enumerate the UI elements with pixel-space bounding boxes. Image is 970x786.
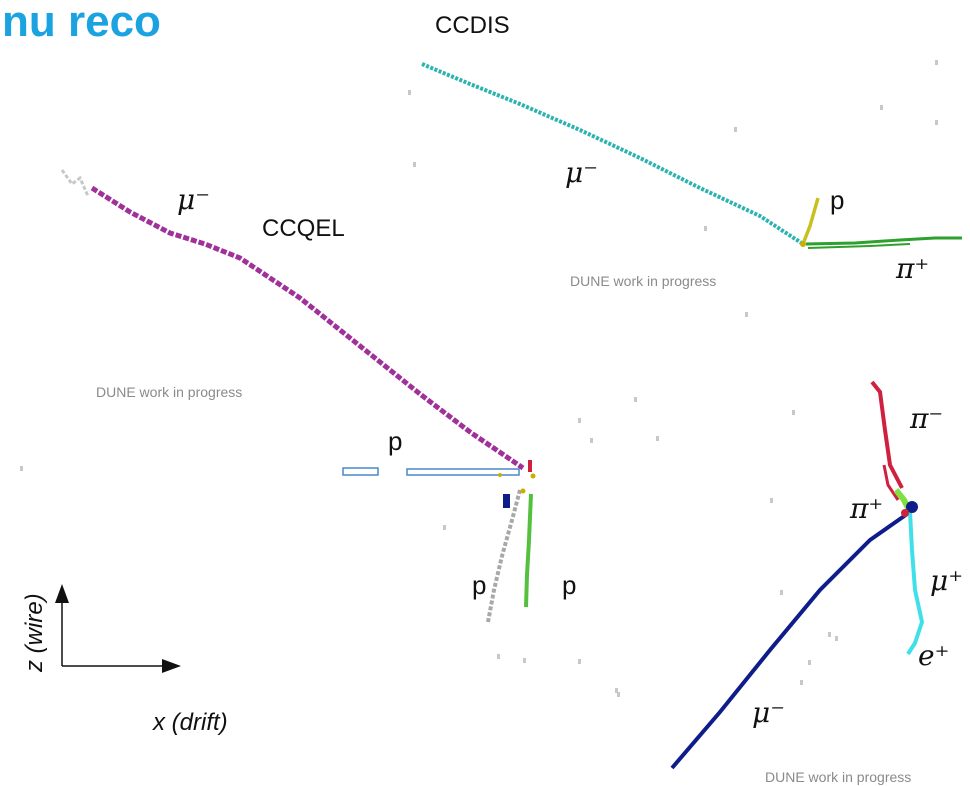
noise-hit (617, 692, 620, 697)
noise-hit (578, 418, 581, 423)
ccdis-watermark: DUNE work in progress (570, 273, 716, 289)
noise-hits (20, 60, 938, 697)
noise-hit (497, 654, 500, 659)
ccqel-vertex-dot (530, 473, 536, 479)
ccdis-pion-label: π⁺ (895, 252, 929, 285)
positron-label: e⁺ (918, 639, 949, 672)
ccdis-proton-track (801, 197, 820, 245)
ccdis-vertex (800, 241, 806, 247)
noise-hit (704, 226, 707, 231)
noise-hit (792, 410, 795, 415)
ccdis-label: CCDIS (435, 12, 510, 39)
ccqel-event: CCQEL μ⁻ p p p DUNE work in progress (60, 169, 576, 623)
noise-hit (935, 60, 938, 65)
axes-indicator: z (wire) x (drift) (21, 584, 228, 736)
ccqel-muon-label: μ⁻ (177, 183, 210, 216)
muon-plus-track (906, 511, 925, 656)
noise-hit (443, 525, 446, 530)
ccqel-proton-flat-fragment (342, 467, 379, 476)
noise-hit (615, 688, 618, 693)
ccdis-pion-track (805, 236, 962, 246)
muon-minus-track (670, 510, 912, 770)
ccqel-proton-label-a: p (388, 426, 402, 456)
noise-hit (800, 680, 803, 685)
noise-hit (656, 436, 659, 441)
ccqel-red-hits (528, 460, 532, 472)
ccdis-muon-track (421, 62, 805, 246)
ccqel-muon-track (90, 185, 525, 471)
noise-hit (634, 397, 637, 402)
ccqel-vertex-dot-2 (520, 488, 526, 494)
noise-hit (935, 120, 938, 125)
pion-minus-label: π⁻ (909, 402, 943, 435)
slide-title: nu reco (2, 0, 161, 46)
noise-hit (413, 162, 416, 167)
noise-hit (408, 90, 411, 95)
ccqel-proton-flat-track (406, 468, 520, 476)
noise-hit (828, 632, 831, 637)
x-axis-label: x (drift) (152, 709, 228, 736)
pion-minus-track (870, 380, 904, 489)
arrow-up-icon (55, 584, 69, 603)
ccqel-faint-track (60, 169, 90, 197)
arrow-right-icon (162, 659, 181, 673)
ccqel-proton-label-b: p (472, 570, 486, 600)
ccqel-proton-green-track (524, 493, 533, 608)
muon-plus-label: μ⁺ (930, 564, 963, 597)
ccdis-pion-branch (807, 243, 911, 249)
noise-hit (734, 127, 737, 132)
ccqel-proton-label-c: p (562, 570, 576, 600)
noise-hit (770, 498, 773, 503)
ccdis-muon-label: μ⁻ (565, 156, 598, 189)
vertex-blob-red (901, 509, 909, 517)
ccqel-vertex-dot-3 (498, 473, 502, 477)
pion-minus-branch (882, 464, 900, 501)
muon-minus-label: μ⁻ (752, 696, 785, 729)
ccqel-label: CCQEL (262, 215, 345, 242)
noise-hit (780, 590, 783, 595)
ccqel-watermark: DUNE work in progress (96, 384, 242, 400)
noise-hit (20, 466, 23, 471)
noise-hit (523, 658, 526, 663)
vertex-blob (906, 501, 918, 513)
ccdis-event: CCDIS μ⁻ p π⁺ DUNE work in progress (421, 12, 962, 289)
z-axis-label: z (wire) (21, 593, 48, 673)
noise-hit (590, 438, 593, 443)
noise-hit (745, 312, 748, 317)
pion-plus-label: π⁺ (849, 492, 883, 525)
noise-hit (880, 105, 883, 110)
ccqel-blue-hits (503, 494, 510, 508)
third-event: π⁻ π⁺ μ⁺ e⁺ μ⁻ DUNE work in progress (670, 380, 963, 785)
third-watermark: DUNE work in progress (765, 769, 911, 785)
ccdis-proton-label: p (830, 185, 844, 215)
noise-hit (578, 659, 581, 664)
noise-hit (835, 636, 838, 641)
ccqel-proton-grey-track (486, 489, 522, 623)
noise-hit (808, 660, 811, 665)
